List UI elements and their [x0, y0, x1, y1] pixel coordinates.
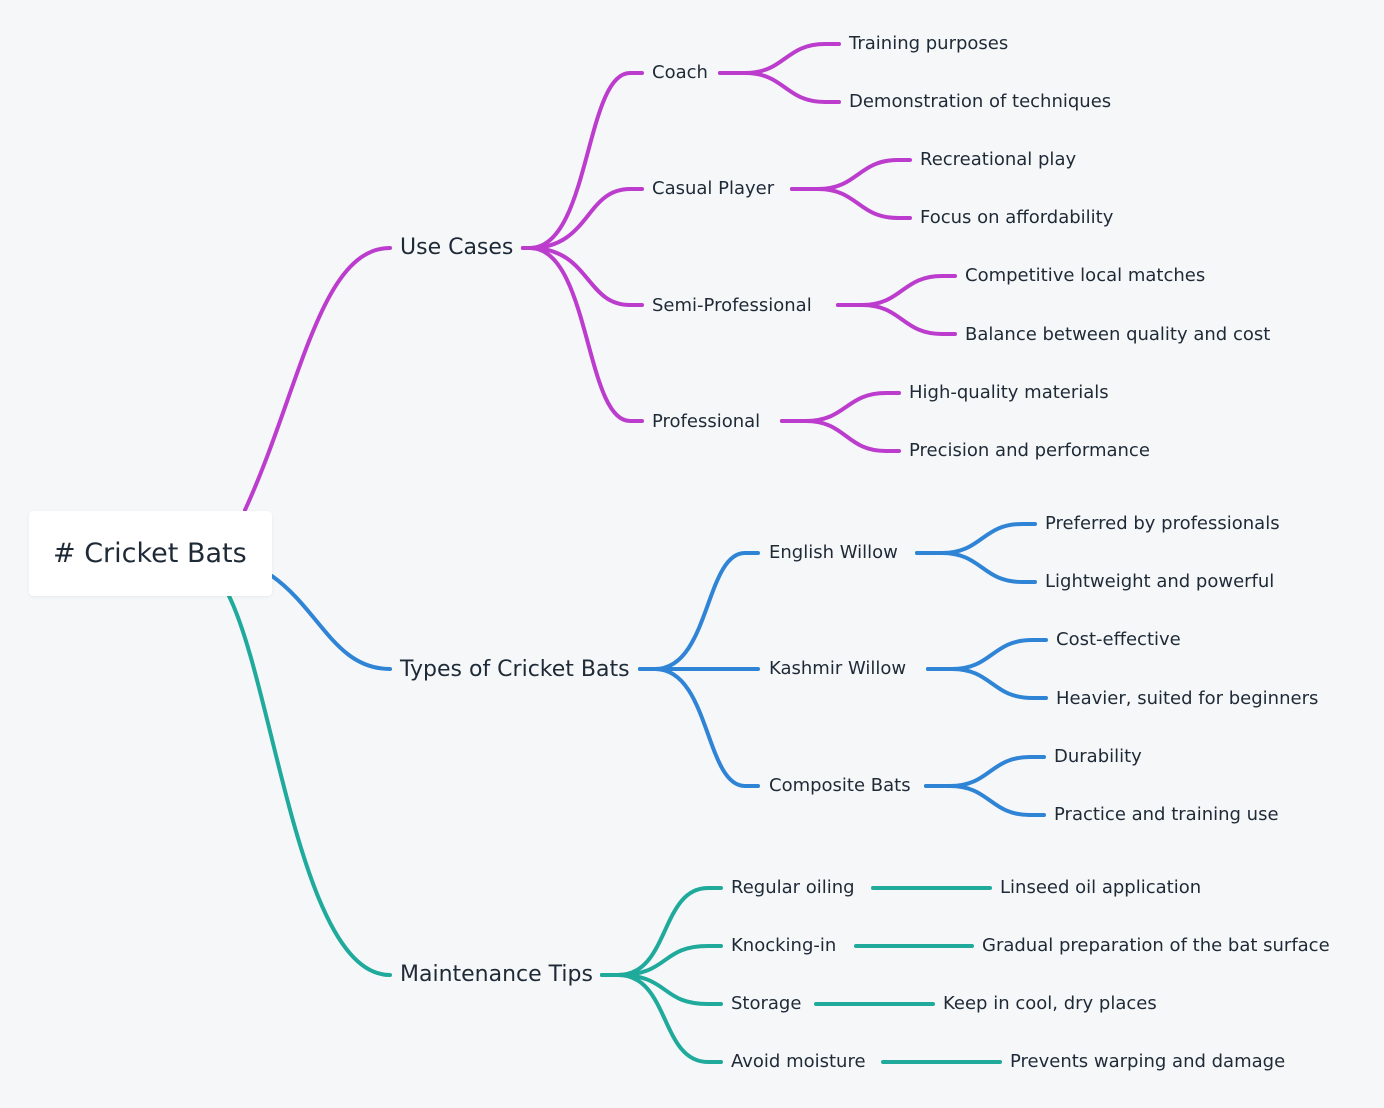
leaf-keep-in-cool-dry-places[interactable]: Keep in cool, dry places [943, 993, 1157, 1014]
node-english-willow[interactable]: English Willow [769, 542, 898, 563]
link-pro-precision [780, 419, 901, 453]
link-composite-practice [924, 784, 1046, 817]
leaf-linseed-oil-application[interactable]: Linseed oil application [1000, 877, 1202, 898]
link-use-cases-casual [521, 187, 644, 250]
node-avoid-moisture[interactable]: Avoid moisture [731, 1051, 866, 1072]
leaf-gradual-preparation[interactable]: Gradual preparation of the bat surface [982, 935, 1330, 956]
link-coach-training [718, 42, 841, 75]
leaf-training-purposes[interactable]: Training purposes [849, 33, 1009, 54]
node-storage[interactable]: Storage [731, 993, 802, 1014]
leaf-preferred-by-professionals[interactable]: Preferred by professionals [1045, 513, 1280, 534]
link-casual-recreational [790, 158, 912, 191]
leaf-precision-and-performance[interactable]: Precision and performance [909, 440, 1150, 461]
node-knocking-in[interactable]: Knocking-in [731, 935, 837, 956]
leaf-high-quality-materials[interactable]: High-quality materials [909, 382, 1109, 403]
leaf-demonstration-of-techniques[interactable]: Demonstration of techniques [849, 91, 1112, 112]
link-semi-balance [836, 303, 957, 336]
leaf-durability[interactable]: Durability [1054, 746, 1142, 767]
leaf-heavier-suited-for-beginners[interactable]: Heavier, suited for beginners [1056, 688, 1319, 709]
link-root-maintenance [227, 594, 392, 977]
link-maint-storage [600, 973, 723, 1006]
leaf-prevents-warping-and-damage[interactable]: Prevents warping and damage [1010, 1051, 1286, 1072]
link-use-cases-coach [521, 71, 644, 250]
connector-lines [227, 42, 1048, 1064]
link-kashmir-heavier [926, 667, 1048, 700]
link-types-english [638, 551, 760, 671]
node-kashmir-willow[interactable]: Kashmir Willow [769, 658, 907, 679]
branch-types-of-cricket-bats[interactable]: Types of Cricket Bats [400, 657, 630, 682]
link-root-use-cases [243, 246, 392, 512]
leaf-competitive-local-matches[interactable]: Competitive local matches [965, 265, 1206, 286]
link-pro-materials [780, 391, 901, 423]
link-casual-affordability [790, 187, 912, 220]
root-node-label: # Cricket Bats [53, 538, 247, 569]
branch-use-cases[interactable]: Use Cases [400, 235, 514, 260]
node-composite-bats[interactable]: Composite Bats [769, 775, 911, 796]
link-semi-competitive [836, 274, 957, 307]
link-use-cases-professional [521, 246, 644, 423]
link-english-preferred [915, 522, 1037, 555]
leaf-practice-and-training-use[interactable]: Practice and training use [1054, 804, 1279, 825]
leaf-focus-on-affordability[interactable]: Focus on affordability [920, 207, 1114, 228]
link-composite-durability [924, 755, 1046, 788]
link-kashmir-cost [926, 638, 1048, 671]
branch-maintenance-tips[interactable]: Maintenance Tips [400, 962, 593, 987]
node-professional[interactable]: Professional [652, 411, 761, 432]
node-coach[interactable]: Coach [652, 62, 708, 83]
node-casual-player[interactable]: Casual Player [652, 178, 775, 199]
link-maint-moisture [600, 973, 723, 1064]
node-semi-professional[interactable]: Semi-Professional [652, 295, 812, 316]
link-english-lightweight [915, 551, 1037, 584]
leaf-lightweight-and-powerful[interactable]: Lightweight and powerful [1045, 571, 1275, 592]
leaf-balance-quality-cost[interactable]: Balance between quality and cost [965, 324, 1271, 345]
link-coach-demonstration [718, 71, 841, 104]
leaf-cost-effective[interactable]: Cost-effective [1056, 629, 1181, 650]
leaf-recreational-play[interactable]: Recreational play [920, 149, 1077, 170]
link-root-types [270, 574, 392, 671]
link-use-cases-semi [521, 246, 644, 307]
root-node[interactable] [29, 511, 272, 596]
node-regular-oiling[interactable]: Regular oiling [731, 877, 855, 898]
link-maint-knocking [600, 944, 723, 977]
link-types-composite [638, 667, 760, 788]
